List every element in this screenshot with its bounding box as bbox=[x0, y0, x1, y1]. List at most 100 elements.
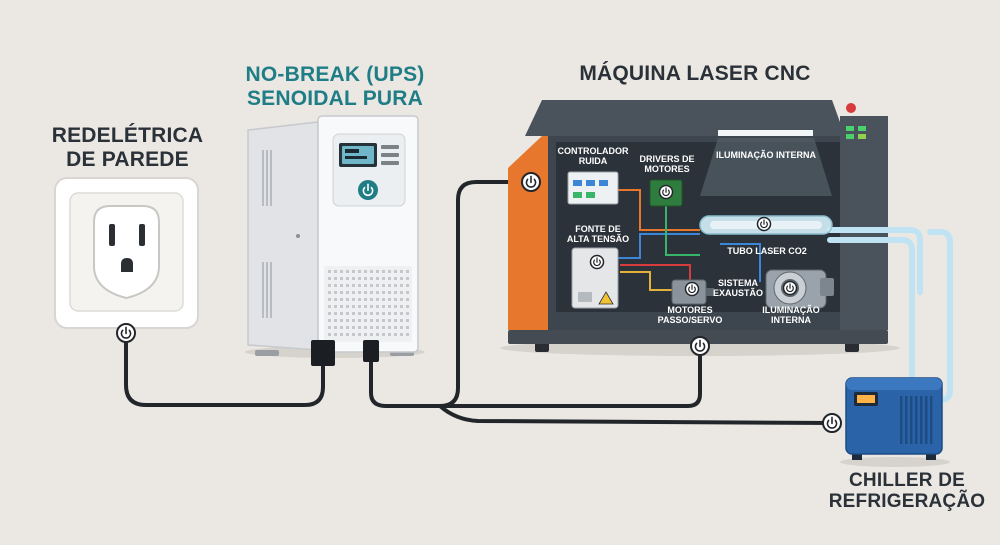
vent-slot bbox=[394, 333, 397, 336]
vent-slot bbox=[394, 277, 397, 280]
vent-slot bbox=[376, 284, 379, 287]
vent-slot bbox=[388, 277, 391, 280]
vent-slot bbox=[382, 326, 385, 329]
vent-slot bbox=[370, 277, 373, 280]
vent-slot bbox=[376, 270, 379, 273]
lighting-bottom-label: ILUMINAÇÃO INTERNA bbox=[756, 305, 826, 326]
vent-slot bbox=[394, 319, 397, 322]
vent-slot bbox=[346, 305, 349, 308]
emergency-stop-button[interactable] bbox=[846, 103, 856, 113]
vent-slot bbox=[340, 277, 343, 280]
vent-slot bbox=[382, 284, 385, 287]
vent-slot bbox=[358, 312, 361, 315]
ups-title-line-1: NO-BREAK (UPS) bbox=[245, 63, 425, 86]
vent-slot bbox=[334, 326, 337, 329]
vent-slot bbox=[358, 291, 361, 294]
vent-slot bbox=[400, 333, 403, 336]
laser-machine bbox=[508, 100, 923, 352]
machine-base-power-icon bbox=[690, 336, 710, 356]
machine-title: MÁQUINA LASER CNC bbox=[579, 62, 811, 85]
vent-slot bbox=[406, 277, 409, 280]
vent-slot bbox=[394, 326, 397, 329]
chiller-power-icon bbox=[822, 413, 842, 433]
vent-slot bbox=[370, 319, 373, 322]
vent-slot bbox=[382, 312, 385, 315]
vent-slot bbox=[400, 319, 403, 322]
vent-slot bbox=[394, 284, 397, 287]
wall-outlet-title-line-2: DE PAREDE bbox=[66, 147, 189, 171]
exhaust-power-icon bbox=[782, 280, 798, 296]
drivers-power-icon bbox=[658, 184, 674, 200]
vent-slot bbox=[376, 291, 379, 294]
drivers-label-line-2: MOTORES bbox=[644, 164, 690, 175]
chiller-vents bbox=[900, 396, 933, 444]
vent-slot bbox=[388, 284, 391, 287]
hv-supply-label-line-2: ALTA TENSÃO bbox=[566, 234, 630, 245]
vent-slot bbox=[376, 319, 379, 322]
ups-title: NO-BREAK (UPS) SENOIDAL PURA bbox=[225, 63, 445, 110]
vent-slot bbox=[364, 277, 367, 280]
exhaust-label: SISTEMA EXAUSTÃO bbox=[708, 278, 768, 299]
vent-slot bbox=[406, 312, 409, 315]
vent-slot bbox=[364, 291, 367, 294]
vent-slot bbox=[364, 319, 367, 322]
vent-slot bbox=[406, 270, 409, 273]
vent-slot bbox=[406, 284, 409, 287]
vent-slot bbox=[406, 298, 409, 301]
vent-slot bbox=[334, 291, 337, 294]
vent-slot bbox=[370, 333, 373, 336]
ups-power-button[interactable] bbox=[358, 180, 378, 200]
vent-slot bbox=[388, 270, 391, 273]
controller-label-line-2: RUIDA bbox=[578, 156, 608, 167]
vent-slot bbox=[406, 326, 409, 329]
vent-slot bbox=[364, 298, 367, 301]
lighting-bottom-label-line-1: ILUMINAÇÃO bbox=[762, 305, 820, 315]
machine-power-icon bbox=[521, 172, 541, 192]
chiller-unit bbox=[827, 229, 953, 460]
vent-slot bbox=[334, 305, 337, 308]
power-cables bbox=[124, 180, 834, 425]
motors-label-line-1: MOTORES bbox=[667, 305, 713, 315]
vent-slot bbox=[352, 312, 355, 315]
vent-slot bbox=[346, 270, 349, 273]
chiller-vent-slot bbox=[900, 396, 903, 444]
vent-slot bbox=[340, 312, 343, 315]
laser-tube-power-icon bbox=[756, 216, 772, 232]
hv-supply-label-line-1: FONTE DE bbox=[575, 224, 621, 234]
vent-slot bbox=[340, 333, 343, 336]
controller-board bbox=[567, 171, 619, 205]
vent-slot bbox=[364, 284, 367, 287]
laser-tube-label: TUBO LASER CO2 bbox=[727, 246, 807, 256]
vent-slot bbox=[334, 333, 337, 336]
chiller-vent-slot bbox=[920, 396, 923, 444]
vent-slot bbox=[352, 326, 355, 329]
vent-slot bbox=[376, 305, 379, 308]
ups-display bbox=[339, 143, 399, 167]
controller-label: CONTROLADOR RUIDA bbox=[556, 146, 630, 167]
vent-slot bbox=[340, 284, 343, 287]
vent-slot bbox=[346, 291, 349, 294]
vent-slot bbox=[388, 305, 391, 308]
vent-slot bbox=[328, 326, 331, 329]
vent-slot bbox=[382, 333, 385, 336]
vent-slot bbox=[382, 305, 385, 308]
chiller-title-line-1: CHILLER DE bbox=[849, 470, 965, 491]
vent-slot bbox=[334, 298, 337, 301]
vent-slot bbox=[400, 291, 403, 294]
vent-slot bbox=[346, 333, 349, 336]
motors-label-line-2: PASSO/SERVO bbox=[657, 315, 723, 326]
hv-power-supply bbox=[571, 247, 619, 309]
lighting-bottom-label-line-2: INTERNA bbox=[771, 315, 811, 326]
vent-slot bbox=[388, 291, 391, 294]
vent-slot bbox=[394, 305, 397, 308]
vent-slot bbox=[388, 326, 391, 329]
vent-slot bbox=[394, 270, 397, 273]
vent-slot bbox=[334, 277, 337, 280]
vent-slot bbox=[352, 284, 355, 287]
vent-slot bbox=[346, 319, 349, 322]
ups-title-line-2: SENOIDAL PURA bbox=[246, 86, 424, 110]
vent-slot bbox=[382, 319, 385, 322]
vent-slot bbox=[352, 277, 355, 280]
vent-slot bbox=[340, 326, 343, 329]
vent-slot bbox=[340, 291, 343, 294]
